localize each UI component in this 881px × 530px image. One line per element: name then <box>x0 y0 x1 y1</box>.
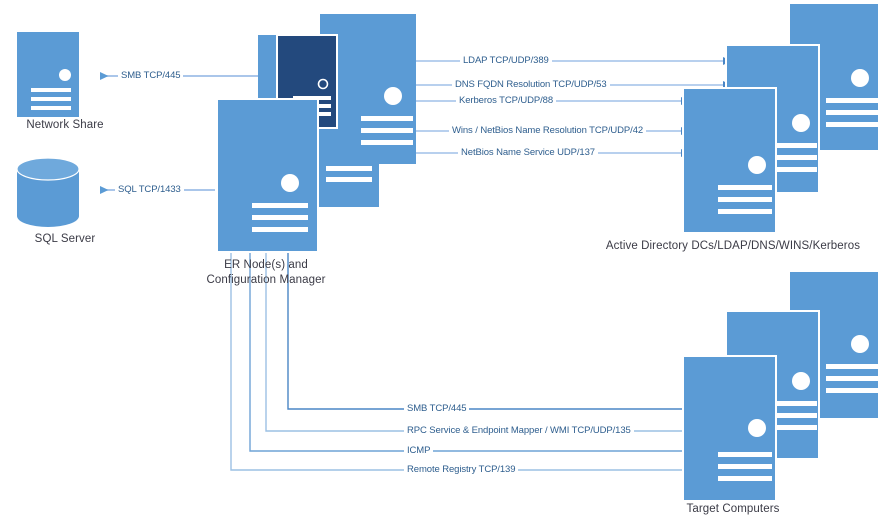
link-label-kerberos: Kerberos TCP/UDP/88 <box>456 95 557 106</box>
link-target-remote-registry <box>230 252 692 474</box>
link-label-ldap: LDAP TCP/UDP/389 <box>460 55 552 66</box>
node-caption-er-node: ER Node(s) and Configuration Manager <box>206 259 326 286</box>
network-share-icon <box>17 32 79 117</box>
link-label-sql: SQL TCP/1433 <box>115 184 184 195</box>
link-label-target-icmp: ICMP <box>404 445 434 456</box>
node-caption-network-share: Network Share <box>26 119 104 131</box>
node-caption-sql-server: SQL Server <box>34 233 96 245</box>
link-label-target-remote-registry: Remote Registry TCP/139 <box>404 464 519 475</box>
active-directory-server-stack-icon <box>682 4 878 234</box>
link-label-target-rpc: RPC Service & Endpoint Mapper / WMI TCP/… <box>404 425 634 436</box>
link-label-wins: Wins / NetBios Name Resolution TCP/UDP/4… <box>449 125 647 136</box>
node-caption-active-directory: Active Directory DCs/LDAP/DNS/WINS/Kerbe… <box>605 240 861 252</box>
link-label-smb-network-share: SMB TCP/445 <box>118 70 184 81</box>
target-computers-server-stack-icon <box>682 272 878 502</box>
link-label-dns: DNS FQDN Resolution TCP/UDP/53 <box>452 79 610 90</box>
link-label-target-smb: SMB TCP/445 <box>404 403 470 414</box>
link-target-icmp <box>249 252 692 455</box>
link-target-smb <box>287 252 692 413</box>
node-caption-target-computers: Target Computers <box>686 503 780 515</box>
link-label-netbios: NetBios Name Service UDP/137 <box>458 147 598 158</box>
er-node-server-stack-icon <box>216 14 416 253</box>
sql-server-icon <box>16 157 80 227</box>
